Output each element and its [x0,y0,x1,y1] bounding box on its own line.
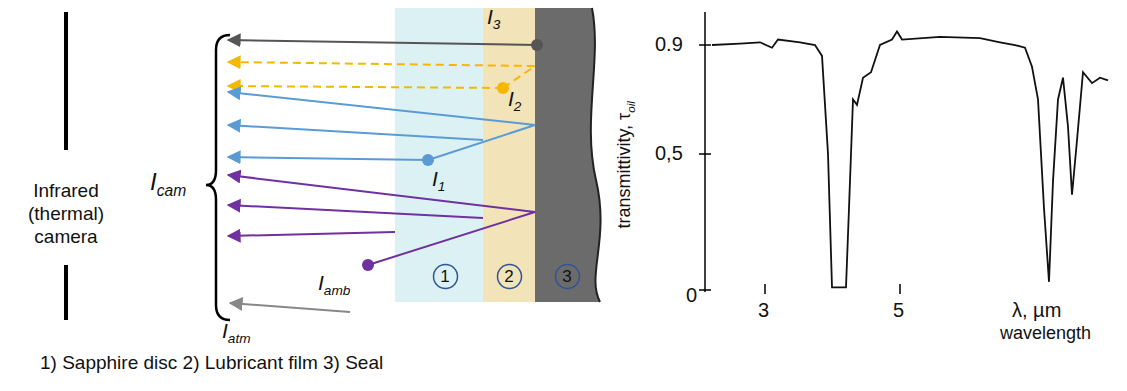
atmosphere-ray [230,303,350,312]
axis-unit-label: λ, µm [1012,298,1061,322]
intensity-label: Iamb [318,270,350,300]
axis-title: transmittivity, τoil [614,101,638,229]
ambient-ray [228,205,483,218]
callout-number: 2 [496,263,523,285]
lubricant-film [483,8,535,302]
label-text: 0,5 [655,142,683,164]
label-text: I [150,168,157,195]
emission-dot [497,82,509,94]
label-text: Infrared (thermal) camera [28,180,104,247]
intensity-label: I1 [432,166,445,196]
label-text: λ, µm [1012,299,1061,321]
emission-dot [422,154,434,166]
subscript: amb [324,283,351,298]
intensity-label: Iatm [222,318,251,348]
ambient-ray [228,175,535,265]
label-text: transmittivity, τ [614,113,634,229]
subscript: 1 [438,179,446,194]
subscript: 2 [514,99,522,114]
y-axis [704,12,706,292]
label-text: I [222,319,228,342]
tick [699,44,711,46]
label-text: I [487,5,493,28]
label-text: I [318,271,324,294]
caption: 1) Sapphire disc 2) Lubricant film 3) Se… [40,352,383,375]
label-text: 5 [893,299,904,321]
subscript: cam [157,182,186,199]
brace [206,35,230,320]
callout-number: 1 [432,263,459,285]
tick [699,289,711,291]
axis-tick-label: 3 [758,298,769,322]
lubricant-ray [228,62,535,88]
camera-edge [64,265,68,320]
label-text: wavelength [1000,323,1091,343]
tick [899,284,901,294]
label-text: 0.9 [655,33,683,55]
subscript: oil [624,101,637,113]
layer-number-circle: 2 [496,263,523,290]
sapphire-ray [228,157,428,160]
ambient-ray [228,232,395,236]
subscript: 3 [493,17,501,32]
transmittance-curve [712,31,1108,287]
lubricant-ray [228,86,503,88]
camera-label: Infrared (thermal) camera [8,180,124,248]
label-text: I [432,167,438,190]
label-text: I [508,87,514,110]
axis-tick-label: 0 [686,283,697,307]
intensity-label: Icam [150,168,186,201]
axis-tick-label: 0.9 [655,32,683,56]
sapphire-disc [395,8,483,302]
seal [535,8,601,302]
label-text: 0 [686,284,697,306]
axis-title: wavelength [1000,323,1091,345]
intensity-label: I3 [487,4,500,34]
tick [764,284,766,294]
subscript: atm [228,331,251,346]
intensity-label: I2 [508,86,521,116]
camera-edge [64,12,68,150]
sapphire-ray [228,92,535,160]
layer-number-circle: 1 [432,263,459,290]
layer-number-circle: 3 [554,263,581,290]
emission-dot [531,39,543,51]
callout-number: 3 [554,263,581,285]
axis-tick-label: 5 [893,298,904,322]
tick [699,153,711,155]
sapphire-ray [228,125,483,140]
emission-dot [362,259,374,271]
seal-emission-ray [228,40,537,45]
label-text: 3 [758,299,769,321]
seal-edge [591,8,601,302]
axis-tick-label: 0,5 [655,141,683,165]
